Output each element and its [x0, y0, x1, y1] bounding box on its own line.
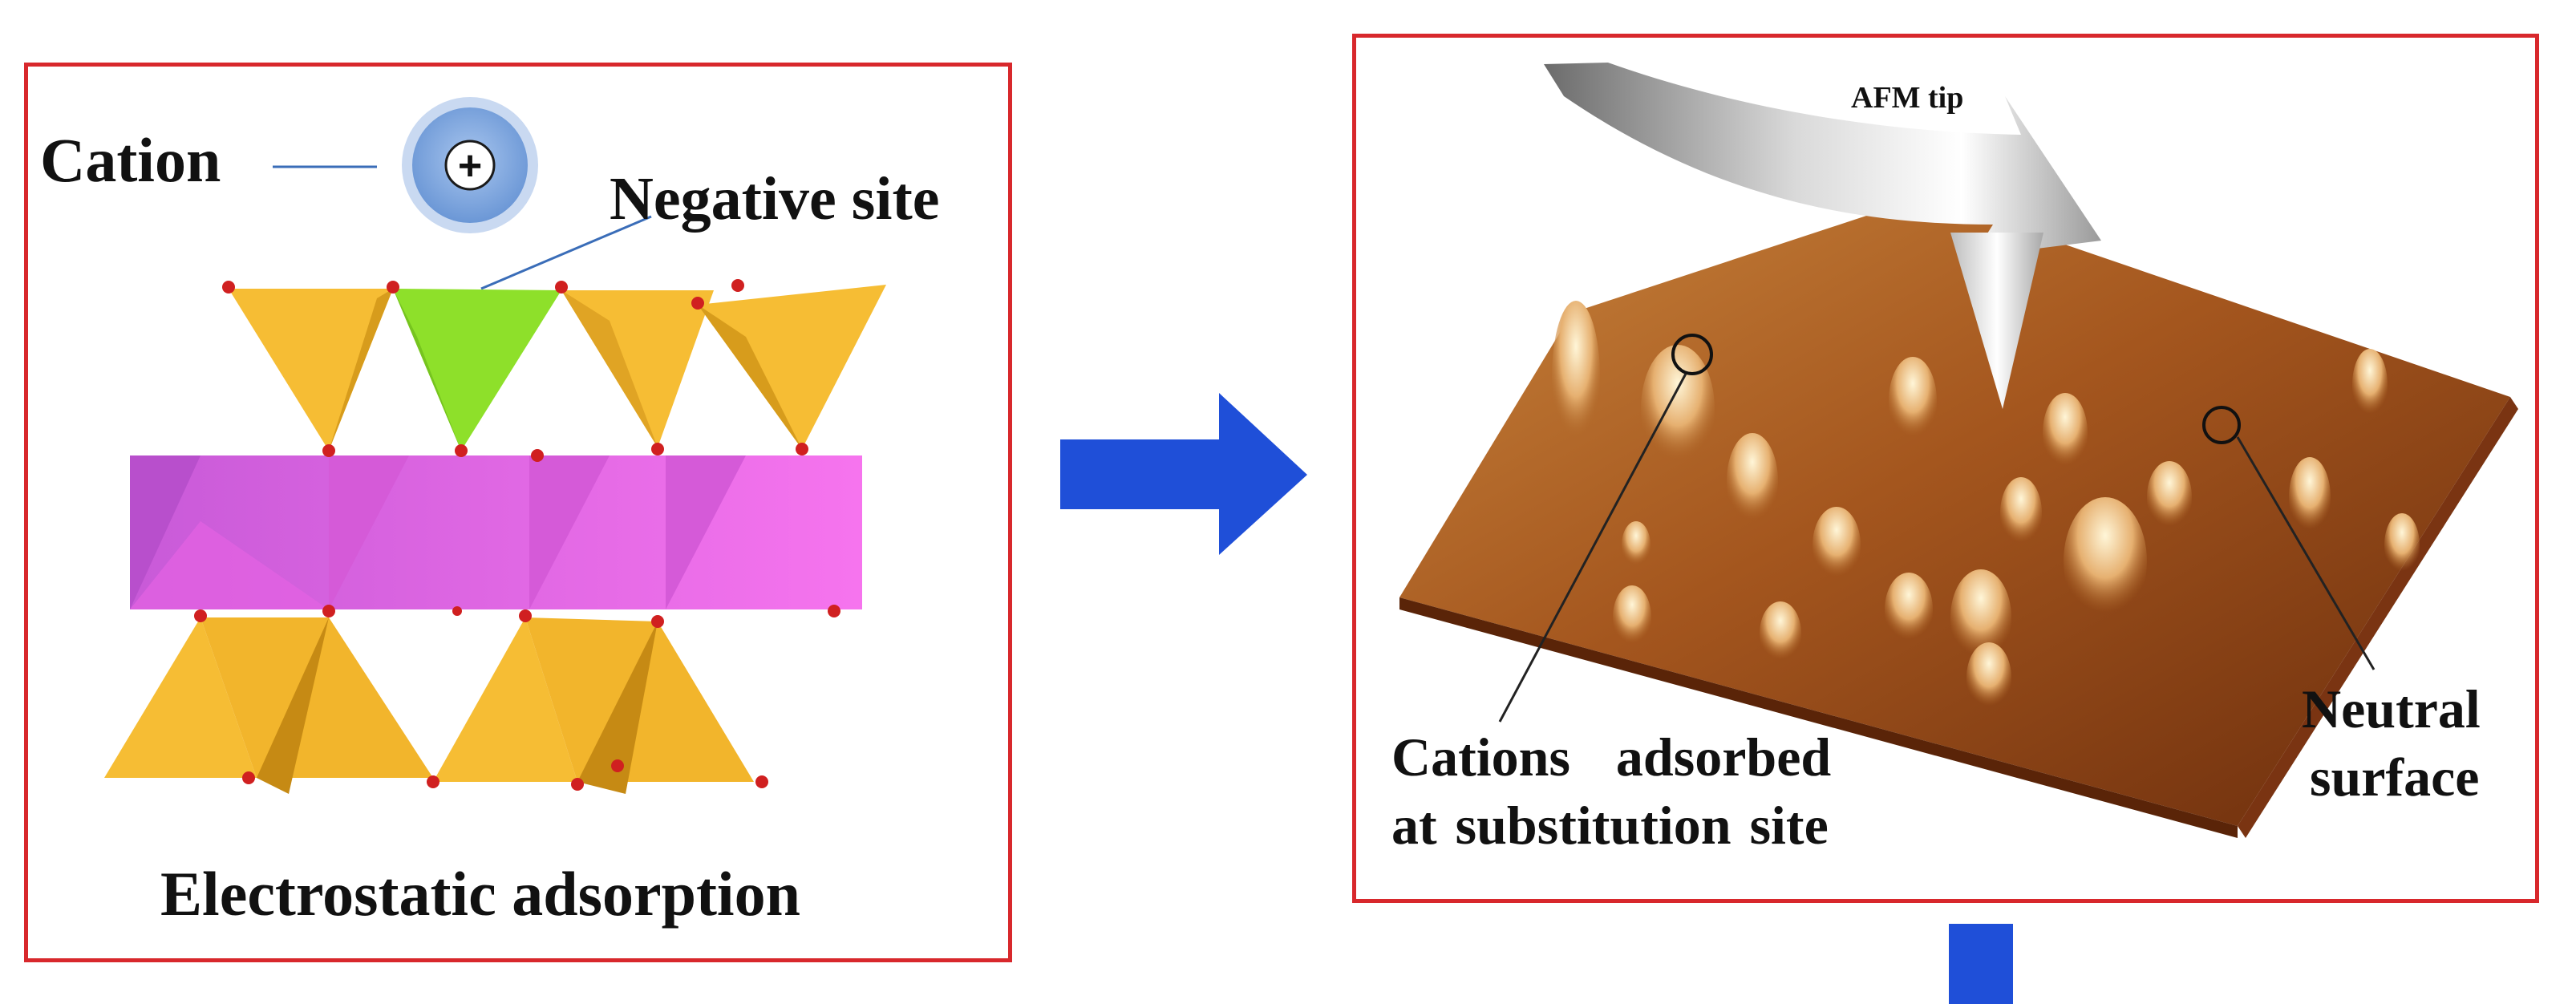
- octahedral-sheet: [130, 455, 862, 609]
- negative-site-pointer-line: [480, 215, 652, 290]
- cations-adsorbed-label: Cations adsorbed: [1391, 727, 1832, 787]
- cation-symbol: +: [458, 143, 482, 189]
- electrostatic-adsorption-caption: Electrostatic adsorption: [160, 859, 800, 929]
- arrow-right-icon: [1060, 393, 1307, 555]
- cation-site-marker: [1498, 334, 1713, 723]
- neutral-label: Neutral: [2302, 678, 2481, 739]
- negative-site-label: Negative site: [610, 165, 940, 233]
- cation-plus-circle-icon: +: [402, 97, 538, 233]
- negative-site-tetrahedron: [393, 289, 561, 451]
- bottom-tetrahedral-sheet: [104, 617, 754, 794]
- arrow-down-icon: [1949, 924, 2013, 1004]
- afm-tip-icon: [1544, 63, 2101, 409]
- cation-label: Cation: [40, 125, 221, 195]
- top-tetrahedral-sheet: [229, 285, 886, 451]
- afm-topography-surface: [1399, 196, 2518, 838]
- afm-tip-label: AFM tip: [1851, 81, 1964, 115]
- substitution-site-label: at substitution site: [1391, 795, 1829, 856]
- neutral-surface-marker: [2202, 406, 2376, 670]
- oxygen-atoms: [194, 279, 840, 791]
- surface-label: surface: [2310, 747, 2480, 808]
